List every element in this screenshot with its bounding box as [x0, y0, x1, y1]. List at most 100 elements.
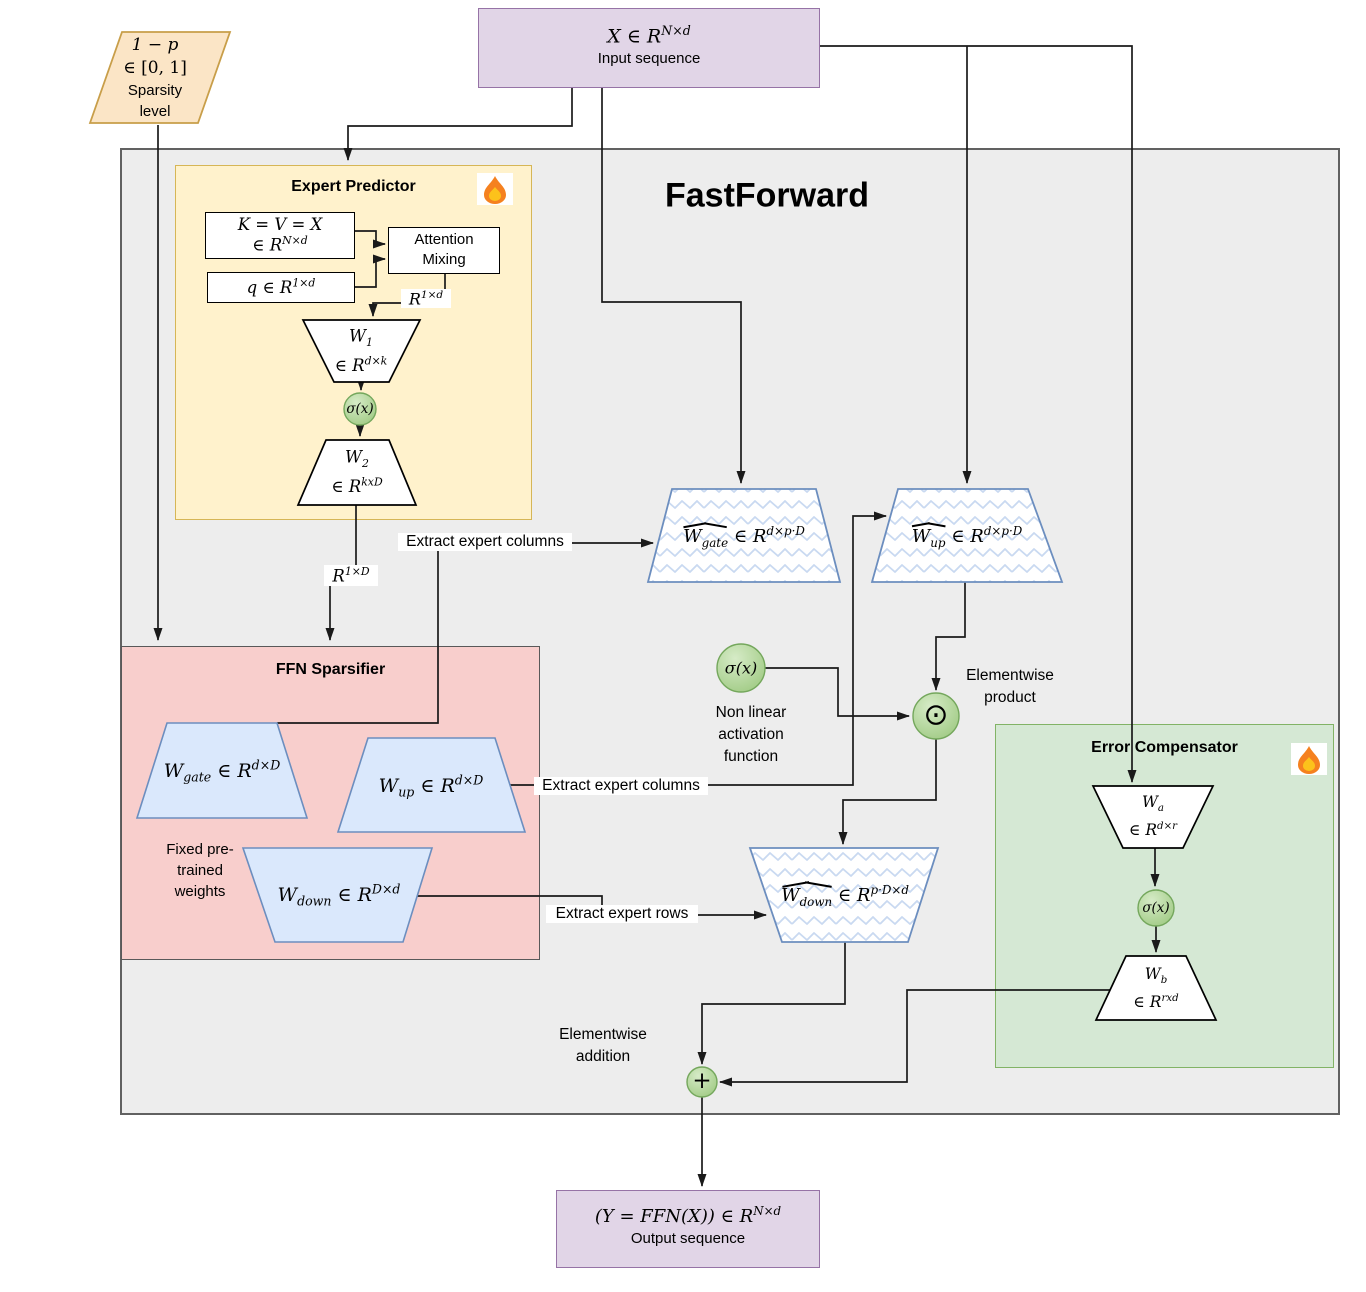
- kvx-sup: N×d: [282, 234, 308, 247]
- fixed-weights-line3: weights: [174, 883, 226, 900]
- r1D-sup: 1×D: [344, 565, 370, 578]
- wgate-sup: d×D: [251, 757, 281, 773]
- r1d-label: R1×d: [401, 289, 451, 309]
- wup-hat-sub: up: [930, 535, 946, 550]
- edge-sigma-to-product: [765, 667, 910, 721]
- elementwise-addition-symbol: +: [692, 1068, 711, 1094]
- sigma-compensator-text: σ(x): [1142, 900, 1170, 916]
- input-sequence-node: X ∈ RN×d Input sequence: [478, 8, 820, 88]
- wdown-sup: D×d: [371, 881, 401, 897]
- r1D-label: R1×D: [324, 565, 378, 586]
- edge-input-to-wgate-hat: [601, 88, 746, 484]
- sigma-circle-middle: [716, 643, 766, 693]
- wdown-label: Wdown ∈ RD×d: [278, 881, 401, 908]
- r1d-sup: 1×d: [420, 289, 444, 301]
- sparsity-node: 1 − p ∈ [0, 1] Sparsity level: [96, 34, 214, 122]
- r1D-math: R: [332, 566, 345, 586]
- sigma-circle-predictor: [343, 392, 377, 426]
- product-line2: product: [984, 689, 1036, 706]
- sparsity-line3: Sparsity: [127, 82, 183, 99]
- plus-glyph: +: [692, 1068, 712, 1094]
- kvx-node: K = V = X ∈ RN×d: [205, 212, 355, 259]
- w1-trapezoid: [301, 319, 422, 383]
- edge-q-to-attention: [355, 254, 386, 288]
- wb-mid: ∈ R: [1133, 993, 1162, 1012]
- edge-wb-to-addition: [719, 989, 1110, 1087]
- ffn-sparsifier-title: FFN Sparsifier: [121, 661, 540, 679]
- wup-hat-base: W: [911, 526, 931, 548]
- wa-sub: a: [1157, 802, 1165, 814]
- kvx-line1: K = V = X: [237, 215, 323, 234]
- w1-mid: ∈ R: [334, 356, 365, 376]
- edge-input-to-expert-predictor: [343, 88, 573, 161]
- wup-base: W: [378, 774, 399, 797]
- wdown-hat-sub: down: [799, 894, 833, 909]
- wa-trapezoid: [1091, 785, 1215, 849]
- r1d-math: R: [408, 289, 421, 309]
- wup-hat-trapezoid: [870, 488, 1064, 583]
- sigma-predictor-text: σ(x): [346, 401, 374, 417]
- sigma-middle-text: σ(x): [724, 658, 758, 678]
- q-node: q ∈ R1×d: [207, 272, 355, 303]
- wgate-trapezoid: [135, 722, 309, 819]
- w1-sup: d×k: [364, 354, 388, 368]
- wb-sup: rxd: [1161, 992, 1179, 1004]
- diagram-title-text: FastForward: [664, 176, 870, 215]
- nonlinear-activation-label: Non linear activation function: [686, 702, 816, 768]
- nonlinear-line3: function: [723, 748, 779, 765]
- input-caption: Input sequence: [597, 50, 701, 68]
- edge-input-to-error-compensator: [820, 45, 1137, 783]
- wa-mid: ∈ R: [1128, 821, 1158, 840]
- extract-expert-columns-text-1: Extract expert columns: [406, 533, 564, 550]
- w1-base: W: [349, 326, 367, 346]
- wup-hat-sup: d×p·D: [983, 524, 1023, 539]
- wa-label: Wa ∈ Rd×r: [1129, 793, 1177, 839]
- fixed-weights-label: Fixed pre- trained weights: [148, 839, 252, 902]
- w2-sub: 2: [362, 456, 369, 470]
- elementwise-addition-label: Elementwise addition: [544, 1024, 662, 1068]
- fire-icon: [477, 173, 513, 205]
- wb-sub: b: [1160, 974, 1168, 986]
- wup-sup: d×D: [454, 772, 484, 788]
- wa-sup: d×r: [1157, 820, 1178, 832]
- wdown-hat-base: W: [781, 885, 800, 907]
- sigma-middle-label: σ(x): [725, 659, 757, 678]
- wb-label: Wb ∈ Rrxd: [1133, 965, 1178, 1011]
- wdown-base: W: [277, 883, 298, 906]
- w2-trapezoid: [296, 439, 418, 506]
- output-caption: Output sequence: [630, 1230, 746, 1247]
- attention-line1: Attention: [414, 231, 474, 248]
- sparsity-parallelogram: [88, 31, 232, 124]
- sigma-compensator-label: σ(x): [1142, 900, 1169, 916]
- wb-trapezoid: [1094, 955, 1218, 1021]
- extract-expert-columns-text-2: Extract expert columns: [542, 777, 700, 794]
- product-line1: Elementwise: [966, 667, 1054, 684]
- fire-icon: [1291, 743, 1327, 775]
- odot-glyph: ⊙: [923, 697, 949, 733]
- edge-wup-hat-to-product: [931, 582, 966, 691]
- sigma-predictor-label: σ(x): [346, 401, 373, 417]
- wdown-hat-label: Wdown ∈ Rp·D×d: [781, 883, 909, 909]
- extract-expert-rows-text: Extract expert rows: [555, 905, 689, 922]
- output-sequence-node: (Y = FFN(X)) ∈ RN×d Output sequence: [556, 1190, 820, 1268]
- wup-mid: ∈ R: [414, 774, 455, 797]
- error-compensator-title: Error Compensator: [995, 739, 1334, 757]
- edge-product-to-wdown-hat: [838, 739, 937, 845]
- wup-trapezoid: [336, 737, 527, 833]
- w2-label: W2 ∈ RkxD: [331, 448, 382, 497]
- w2-sup: kxD: [361, 475, 383, 489]
- wdown-hat-mid: ∈ R: [832, 885, 871, 907]
- extract-expert-columns-label-2: Extract expert columns: [534, 777, 708, 795]
- attention-line2: Mixing: [422, 251, 466, 268]
- fixed-weights-line2: trained: [177, 862, 223, 879]
- output-sup: N×d: [753, 1204, 782, 1218]
- nonlinear-line2: activation: [718, 726, 784, 743]
- wa-base: W: [1141, 792, 1158, 811]
- output-math: (Y = FFN(X)) ∈ R: [594, 1206, 754, 1227]
- addition-line1: Elementwise: [559, 1026, 647, 1043]
- elementwise-product-label: Elementwise product: [950, 665, 1070, 709]
- addition-line2: addition: [575, 1048, 631, 1065]
- sigma-circle-compensator: [1137, 889, 1175, 927]
- w2-base: W: [345, 447, 363, 467]
